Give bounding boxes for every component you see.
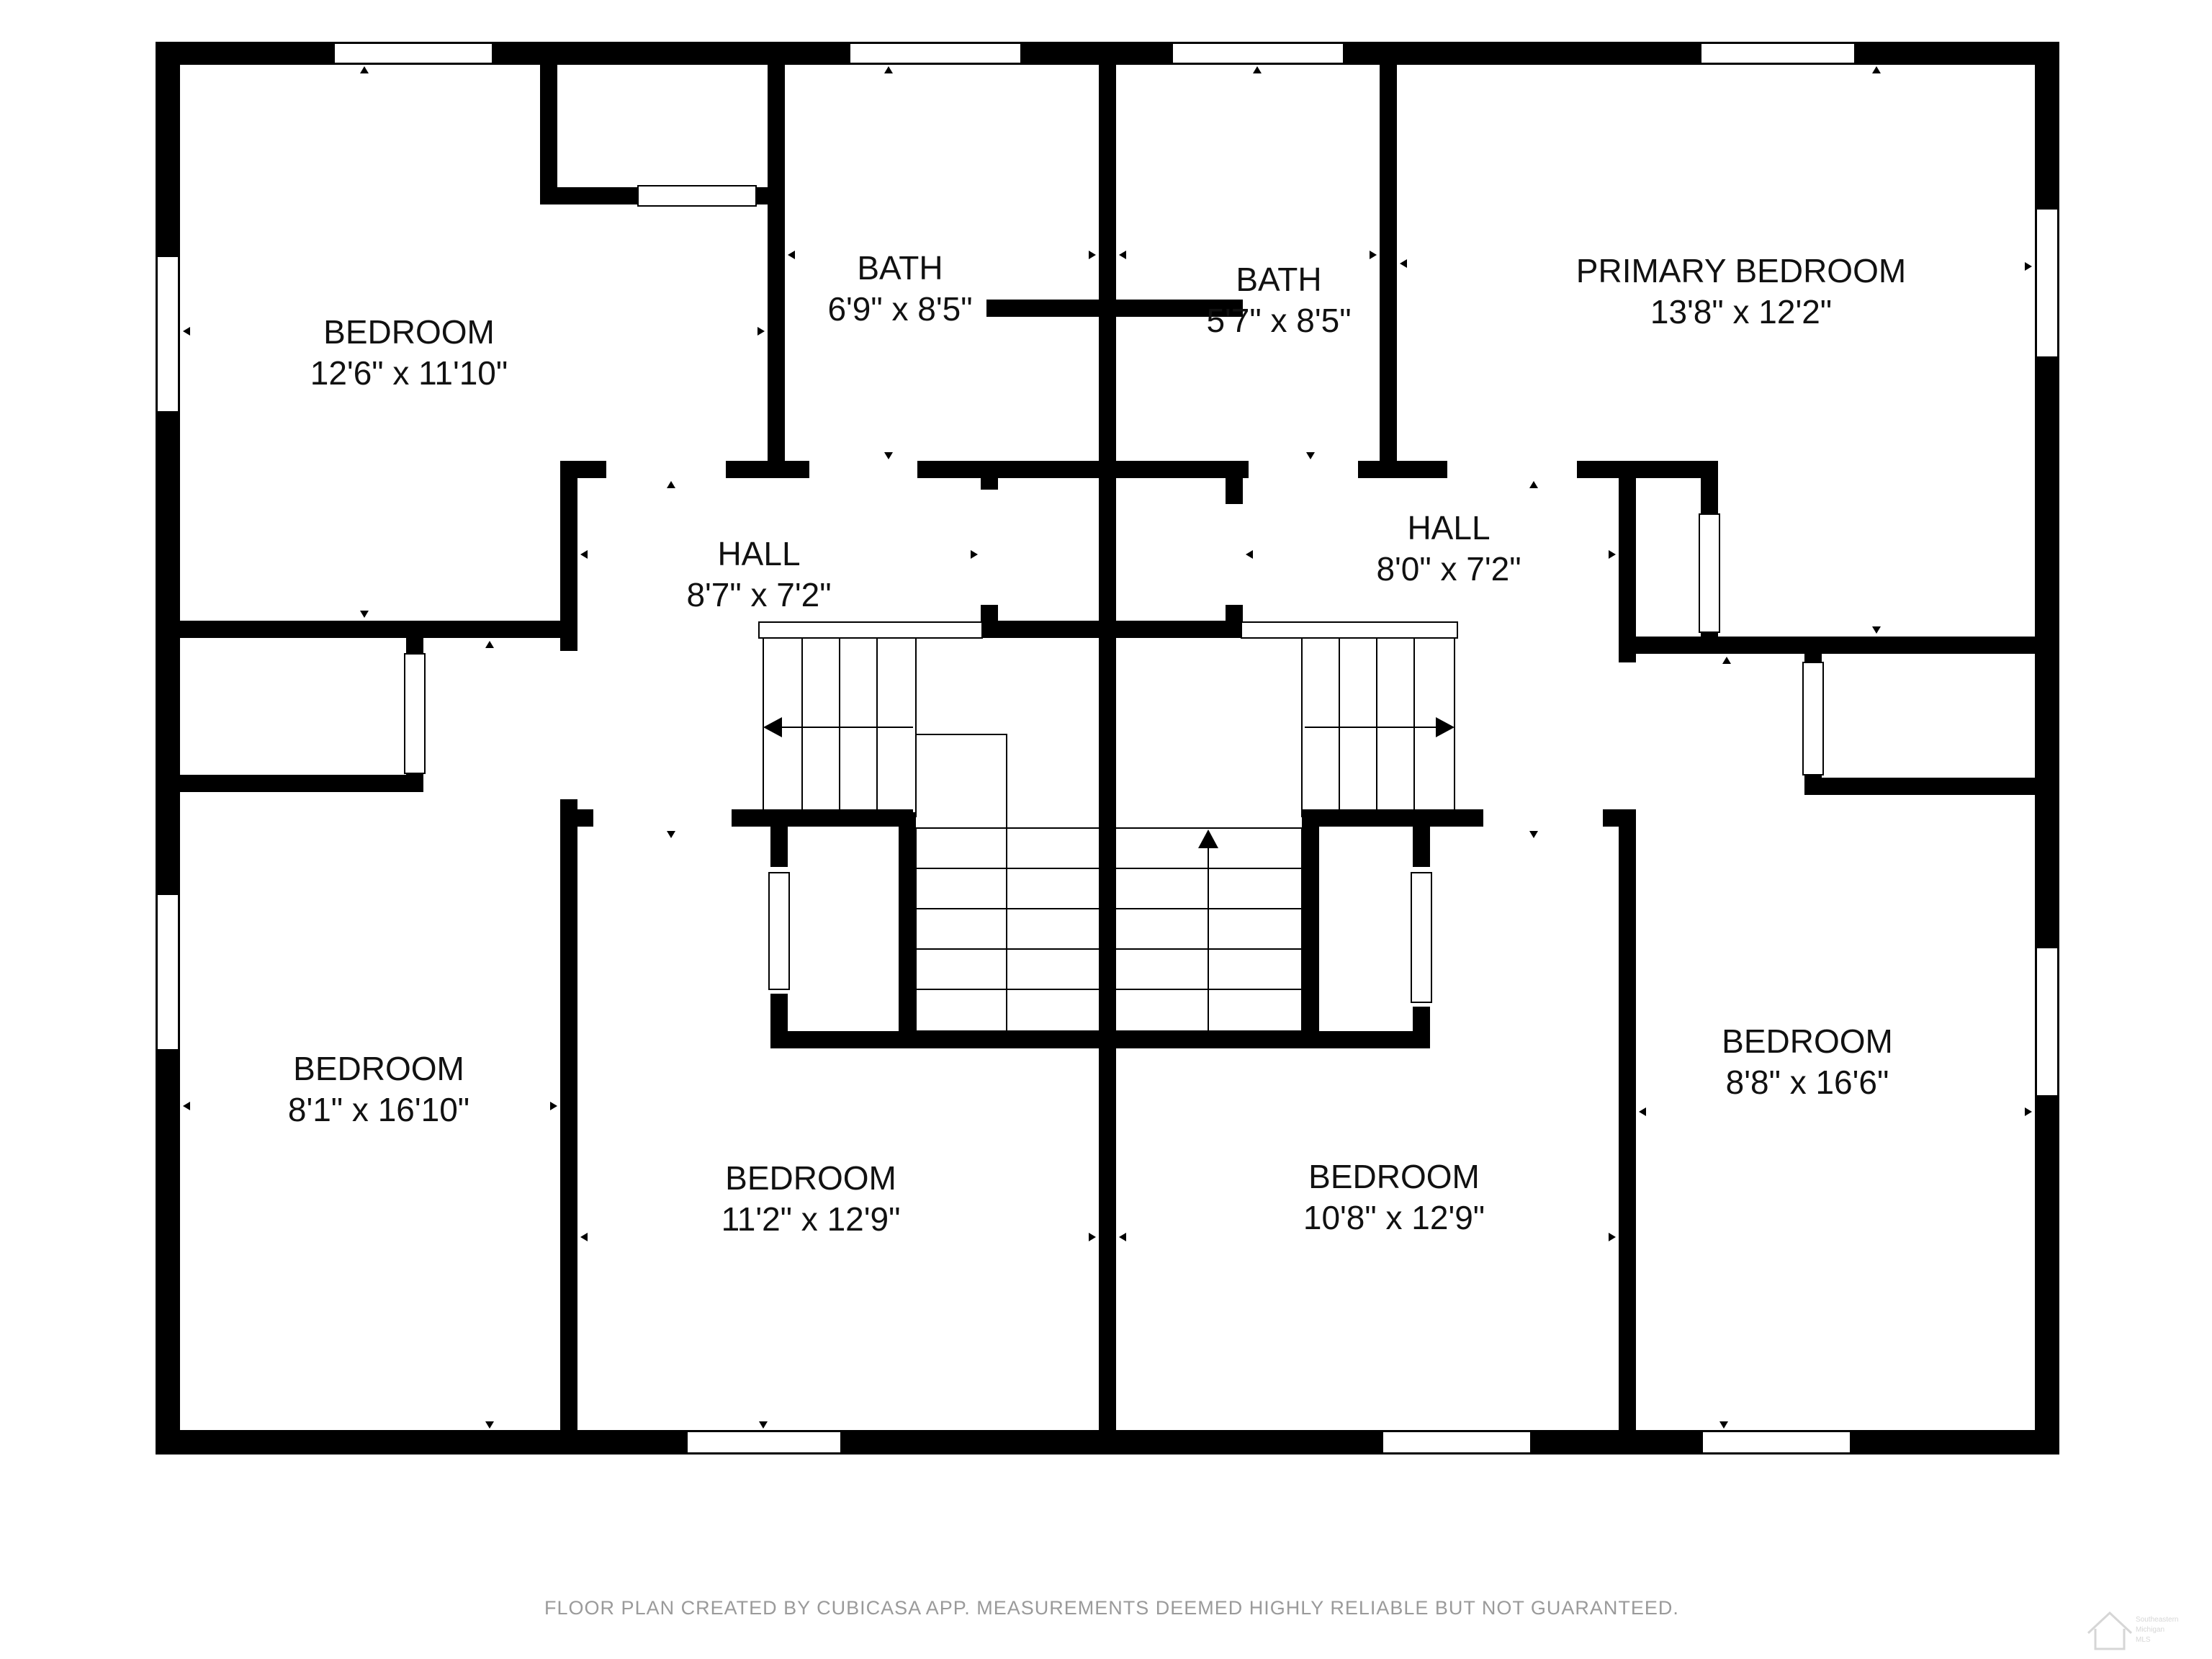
room-name-hall-west: HALL — [717, 535, 800, 572]
door-opening — [1224, 504, 1244, 605]
wall-east-bedroom-left — [1619, 809, 1636, 1443]
door-opening — [1249, 459, 1358, 480]
wall-east-closet-bottom — [1804, 778, 2059, 795]
wall-west-closet-bottom — [156, 775, 423, 792]
outer-wall-left — [156, 42, 180, 1455]
window — [849, 42, 1022, 64]
wall-bath-divider — [986, 300, 1243, 317]
wall-stair-bottom — [770, 1031, 1430, 1048]
floor-plan-disclaimer: FLOOR PLAN CREATED BY CUBICASA APP. MEAS… — [544, 1597, 1679, 1619]
wall-center-closet-bottom — [981, 621, 1243, 638]
door-opening — [638, 186, 756, 206]
tick-marks — [183, 66, 2032, 1429]
room-dims-bedroom-nw: 12'6" x 11'10" — [310, 354, 508, 392]
window — [1701, 1431, 1851, 1454]
wall-stair-left — [899, 812, 916, 1048]
wall-center-spine — [1099, 63, 1116, 1453]
house-logo-icon — [2087, 1611, 2133, 1650]
watermark-line-2: Michigan — [2136, 1626, 2164, 1634]
door-opening — [1483, 808, 1603, 828]
stair-railing-west — [758, 621, 983, 639]
door-opening — [606, 459, 726, 480]
wall-stair-closet-right-top — [1413, 812, 1430, 867]
room-dims-bedroom-center-right: 10'8" x 12'9" — [1303, 1199, 1485, 1236]
door-opening — [593, 808, 732, 828]
door-opening — [809, 459, 917, 480]
window — [156, 256, 179, 413]
window — [1700, 42, 1856, 64]
door-opening — [559, 651, 579, 799]
window — [156, 894, 179, 1051]
room-name-bedroom-center-left: BEDROOM — [725, 1159, 896, 1197]
room-dims-bath-2: 5'7" x 8'5" — [1206, 302, 1351, 339]
stair-flight-lower — [915, 827, 1303, 1032]
room-dims-hall-east: 8'0" x 7'2" — [1376, 550, 1521, 588]
door-opening-outline — [637, 185, 757, 207]
room-dims-bedroom-west: 8'1" x 16'10" — [288, 1091, 469, 1128]
wall-bath1-left — [768, 63, 785, 469]
room-name-bedroom-center-right: BEDROOM — [1308, 1158, 1480, 1195]
door-opening — [769, 873, 789, 989]
room-name-hall-east: HALL — [1407, 509, 1490, 547]
door-opening — [1447, 459, 1577, 480]
wall-hall-east-right — [1619, 461, 1636, 662]
wall-bath2-right — [1380, 63, 1397, 469]
watermark-line-1: Southeastern — [2136, 1616, 2179, 1624]
window — [2036, 947, 2059, 1097]
door-opening-outline — [404, 653, 426, 774]
room-name-primary-bedroom: PRIMARY BEDROOM — [1576, 252, 1906, 289]
wall-west-bedroom-right — [560, 809, 577, 1443]
room-dims-bath-1: 6'9" x 8'5" — [827, 290, 972, 328]
windows — [156, 42, 2059, 1454]
door-opening-outline — [1802, 662, 1824, 775]
door-opening-outline — [768, 872, 790, 990]
door-opening — [979, 490, 999, 605]
watermark-line-3: MLS — [2136, 1636, 2151, 1644]
door-opening-lines — [404, 185, 1824, 1003]
door-opening — [1699, 514, 1719, 632]
door-opening-outline — [1411, 872, 1432, 1003]
door-openings — [405, 186, 1823, 1002]
window — [686, 1431, 842, 1454]
room-dims-bedroom-center-left: 11'2" x 12'9" — [721, 1200, 901, 1238]
room-name-bedroom-east: BEDROOM — [1722, 1022, 1893, 1060]
room-labels: BEDROOM 12'6" x 11'10" BATH 6'9" x 8'5" … — [288, 249, 1906, 1238]
mls-watermark-logo: Southeastern Michigan MLS — [2087, 1611, 2179, 1650]
room-dims-hall-west: 8'7" x 7'2" — [686, 576, 831, 613]
door-opening — [1617, 662, 1637, 785]
stairs — [758, 621, 1458, 1032]
stair-arrow-left — [763, 717, 782, 737]
stair-railing-east — [1241, 621, 1458, 639]
room-name-bedroom-nw: BEDROOM — [323, 313, 495, 351]
room-dims-bedroom-east: 8'8" x 16'6" — [1726, 1064, 1889, 1101]
door-opening-outline — [1699, 513, 1720, 633]
door-opening — [1803, 662, 1823, 775]
stair-arrow-right — [1436, 717, 1455, 737]
window — [333, 42, 493, 64]
room-name-bath-1: BATH — [857, 249, 943, 287]
wall-nw-bedroom-bottom — [156, 621, 577, 638]
door-opening — [405, 654, 425, 773]
room-dims-primary-bedroom: 13'8" x 12'2" — [1650, 293, 1832, 331]
wall-stair-closet-left-top — [770, 812, 788, 867]
stair-arrow-up — [1198, 830, 1218, 848]
window — [2036, 208, 2059, 358]
room-name-bath-2: BATH — [1236, 261, 1321, 298]
stair-arrowheads — [763, 717, 1455, 848]
wall-closet-nw-left — [540, 63, 557, 204]
wall-primary-bottom — [1619, 637, 2059, 654]
door-opening — [1411, 873, 1431, 1002]
room-name-bedroom-west: BEDROOM — [293, 1050, 464, 1087]
window — [1172, 42, 1344, 64]
window — [1382, 1431, 1532, 1454]
wall-stair-right — [1302, 812, 1319, 1048]
